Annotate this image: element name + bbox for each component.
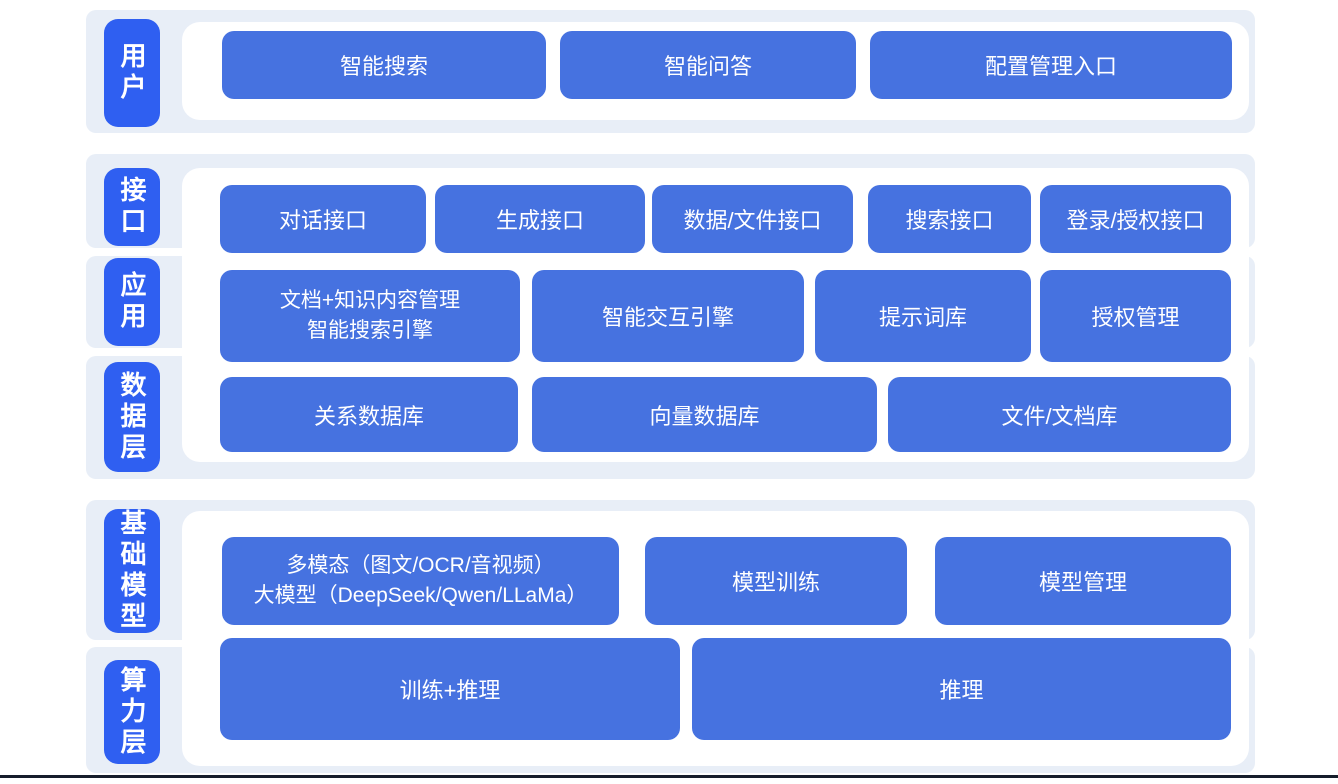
layer-label-user-text: 用户 xyxy=(117,42,147,104)
box-model-training: 模型训练 xyxy=(645,537,907,625)
layer-label-data: 数据层 xyxy=(104,362,160,472)
box-multimodal-llm-line2: 大模型（DeepSeek/Qwen/LLaMa） xyxy=(253,584,588,607)
box-search-api: 搜索接口 xyxy=(868,185,1031,253)
layer-label-user: 用户 xyxy=(104,19,160,127)
box-vector-db: 向量数据库 xyxy=(532,377,877,452)
layer-label-foundation-model-text: 基础模型 xyxy=(117,509,147,633)
bottom-border-line xyxy=(0,775,1338,778)
box-multimodal-llm-line1: 多模态（图文/OCR/音视频） xyxy=(286,554,555,577)
box-auth-management: 授权管理 xyxy=(1040,270,1231,362)
box-interaction-engine: 智能交互引擎 xyxy=(532,270,804,362)
box-relational-db: 关系数据库 xyxy=(220,377,518,452)
box-data-file-api: 数据/文件接口 xyxy=(652,185,853,253)
box-doc-knowledge: 文档+知识内容管理 智能搜索引擎 xyxy=(220,270,520,362)
layer-label-application: 应用 xyxy=(104,258,160,346)
box-multimodal-llm-text: 多模态（图文/OCR/音视频） 大模型（DeepSeek/Qwen/LLaMa） xyxy=(254,551,588,611)
layer-label-compute: 算力层 xyxy=(104,660,160,764)
box-prompt-library: 提示词库 xyxy=(815,270,1031,362)
box-smart-search: 智能搜索 xyxy=(222,31,546,99)
box-model-management: 模型管理 xyxy=(935,537,1231,625)
box-login-auth-api: 登录/授权接口 xyxy=(1040,185,1231,253)
box-inference: 推理 xyxy=(692,638,1231,740)
box-multimodal-llm: 多模态（图文/OCR/音视频） 大模型（DeepSeek/Qwen/LLaMa） xyxy=(222,537,619,625)
box-smart-qa: 智能问答 xyxy=(560,31,856,99)
box-doc-knowledge-line1: 文档+知识内容管理 xyxy=(279,289,461,312)
box-config-entry: 配置管理入口 xyxy=(870,31,1232,99)
box-doc-knowledge-line2: 智能搜索引擎 xyxy=(306,319,433,342)
layer-label-compute-text: 算力层 xyxy=(117,665,147,759)
layer-label-data-text: 数据层 xyxy=(117,370,147,464)
box-dialog-api: 对话接口 xyxy=(220,185,426,253)
layer-label-application-text: 应用 xyxy=(117,271,147,333)
box-train-inference: 训练+推理 xyxy=(220,638,680,740)
layer-label-interface: 接口 xyxy=(104,168,160,246)
box-doc-knowledge-text: 文档+知识内容管理 智能搜索引擎 xyxy=(280,286,460,346)
box-file-doc-store: 文件/文档库 xyxy=(888,377,1231,452)
box-generation-api: 生成接口 xyxy=(435,185,645,253)
layer-label-foundation-model: 基础模型 xyxy=(104,509,160,633)
layer-label-interface-text: 接口 xyxy=(117,176,147,238)
